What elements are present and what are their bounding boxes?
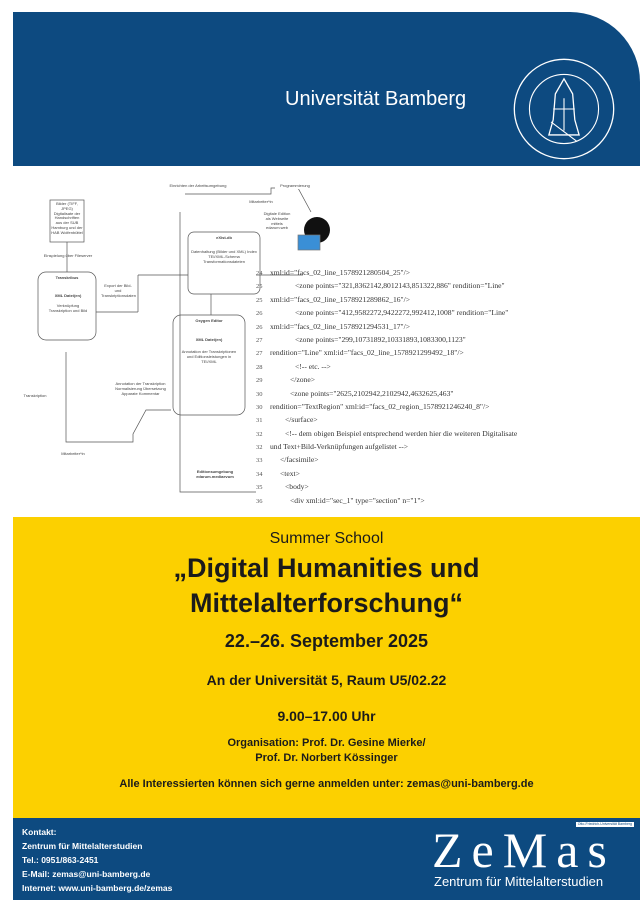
line-number: 25 (256, 283, 263, 291)
code-line: 36 <div xml:id="sec_1" type="section" n="… (256, 494, 636, 507)
code-line: 28 <!-- etc. --> (256, 360, 636, 373)
code-line: 35 <body> (256, 480, 636, 493)
contact-phone: Tel.: 0951/863-2451 (22, 855, 99, 865)
code-line: 27 <zone points="299,10731892,10331893,10… (256, 333, 636, 346)
event-time: 9.00–17.00 Uhr (277, 708, 376, 724)
images-box-label: Bilder (TIFF, JPEG) Digitalisate der Han… (51, 201, 83, 235)
annotation-box-label: Annotation der Transkriptionen und Editi… (181, 349, 237, 364)
xml-files-2-label: XML Datei(en) (195, 337, 223, 342)
code-line: 25 xml:id="facs_02_line_1578921289862_16"… (256, 293, 636, 306)
line-number: 28 (256, 363, 263, 371)
code-line: 25 <zone points="321,8362142,8012143,8513… (256, 279, 636, 292)
oxygen-label: Oxygen Editor (195, 318, 223, 323)
contact-org: Zentrum für Mittelalterstudien (22, 841, 143, 851)
import-label: Einspielung über Fileserver (43, 253, 93, 258)
event-title-line1: „Digital Humanities und (173, 553, 480, 583)
line-number: 31 (256, 417, 263, 425)
line-number: 27 (256, 350, 263, 358)
transcription-label: Transkription (23, 393, 47, 398)
event-title-line2: Mittelalterforschung“ (189, 588, 464, 618)
line-number: 32 (256, 430, 263, 438)
code-line: 31 </surface> (256, 413, 636, 426)
event-kind: Summer School (269, 530, 384, 547)
code-line: 30 <zone points="2625,2102942,2102942,463… (256, 387, 636, 400)
code-line: 24 xml:id="facs_02_line_1578921280504_25"… (256, 266, 636, 279)
code-text: <zone points="412,9582272,9422272,992412… (295, 308, 509, 318)
code-line: 29 </zone> (256, 373, 636, 386)
code-text: <text> (280, 468, 300, 478)
zemas-logo-tag: Otto-Friedrich-Universität Bamberg (575, 822, 634, 827)
registration-note: Alle Interessierten können sich gerne an… (119, 778, 534, 790)
university-seal-icon (513, 58, 615, 160)
event-info-panel: Summer School „Digital Humanities und Mi… (13, 517, 640, 818)
organisation-line2: Prof. Dr. Norbert Kössinger (255, 752, 398, 764)
code-text: xml:id="facs_02_line_1578921280504_25"/> (270, 268, 411, 277)
contact-footer: Kontakt: Zentrum für Mittelalterstudien … (13, 818, 640, 900)
code-text: <body> (285, 482, 309, 492)
contact-website[interactable]: Internet: www.uni-bamberg.de/zemas (22, 883, 173, 893)
annotation-label: Annotation der Transkription Normalisier… (115, 381, 166, 396)
contact-label: Kontakt: (22, 827, 57, 837)
export-label: Export der Bild- und Transkriptionsdaten (101, 283, 136, 298)
code-text: <!-- etc. --> (295, 361, 331, 371)
worker-label: Mitarbeiter*in (61, 451, 85, 456)
code-line: 26 <zone points="412,9582272,9422272,9924… (256, 306, 636, 319)
code-text: </surface> (285, 415, 318, 425)
code-text: <div xml:id="sec_1" type="section" n="1"… (290, 495, 425, 505)
code-text: </facsimile> (280, 455, 319, 465)
zemas-logo-text: ZeMas (432, 822, 616, 878)
line-number: 24 (256, 270, 263, 277)
code-text: <zone points="321,8362142,8012143,851322… (295, 281, 505, 291)
existdb-label: eXist-db (216, 235, 232, 240)
line-number: 33 (256, 457, 263, 465)
transkribus-label: Transkribus (55, 275, 79, 280)
workflow-diagram-lines (37, 187, 330, 493)
zemas-logo-subtitle: Zentrum für Mittelalterstudien (434, 874, 604, 889)
organisation-line1: Organisation: Prof. Dr. Gesine Mierke/ (227, 737, 426, 749)
code-text: <!-- dem obigen Beispiel entsprechend we… (285, 428, 518, 438)
line-number: 30 (256, 403, 263, 411)
digital-edition-label: Digitale Edition als Webseite mittels ed… (263, 211, 291, 231)
programming-label: Programmierung (275, 183, 315, 189)
code-text: xml:id="facs_02_line_1578921289862_16"/> (270, 294, 411, 304)
line-number: 32 (256, 444, 263, 452)
xml-files-label: XML Datei(en) (54, 293, 82, 298)
code-text: xml:id="facs_02_line_1578921294531_17"/> (270, 321, 411, 331)
code-line: 34 <text> (256, 467, 636, 480)
workflow-figure: Bilder (TIFF, JPEG) Digitalisate der Han… (13, 172, 640, 512)
code-text: rendition="TextRegion" xml:id="facs_02_r… (270, 401, 490, 411)
code-text: <zone points="2625,2102942,2102942,46326… (290, 388, 454, 398)
code-line: 32 und Text+Bild-Verknüpfungen aufgeliste… (256, 440, 636, 453)
code-text: und Text+Bild-Verknüpfungen aufgelistet … (270, 442, 409, 452)
code-line: 26 xml:id="facs_02_line_1578921294531_17"… (256, 320, 636, 333)
university-header: Universität Bamberg (13, 12, 640, 166)
environment-label: Editionsumgebung edarum.mediaevum (196, 469, 234, 479)
code-line: 32 <!-- dem obigen Beispiel entsprechend … (256, 427, 636, 440)
event-dates: 22.–26. September 2025 (224, 631, 429, 651)
line-number: 30 (256, 390, 263, 398)
line-number: 36 (256, 497, 263, 505)
line-number: 35 (256, 484, 263, 492)
event-location: An der Universität 5, Raum U5/02.22 (206, 672, 447, 688)
code-line: 30 rendition="TextRegion" xml:id="facs_02… (256, 400, 636, 413)
contact-email[interactable]: E-Mail: zemas@uni-bamberg.de (22, 869, 151, 879)
code-text: <zone points="299,10731892,10331893,1083… (295, 334, 466, 344)
code-line: 33 </facsimile> (256, 453, 636, 466)
line-number: 27 (256, 336, 263, 344)
line-number: 29 (256, 377, 263, 385)
linking-label: Verknüpfung Transkription und Bild (48, 303, 88, 313)
code-text: </zone> (290, 375, 316, 385)
worker-top-label: Mitarbeiter*in (249, 199, 273, 204)
line-number: 26 (256, 323, 263, 331)
code-text: rendition="Line" xml:id="facs_02_line_15… (270, 348, 464, 358)
tei-xml-code-listing: 24 xml:id="facs_02_line_1578921280504_25"… (256, 266, 636, 507)
code-line: 27 rendition="Line" xml:id="facs_02_line_… (256, 346, 636, 359)
line-number: 34 (256, 470, 263, 478)
setup-label: Einrichten der Arbeitsumgebung (163, 183, 233, 189)
line-number: 26 (256, 310, 263, 318)
university-name: Universität Bamberg (285, 88, 467, 110)
storage-label: Datenhaltung (Bilder und XML) Index TEI/… (191, 249, 257, 264)
line-number: 25 (256, 296, 263, 304)
